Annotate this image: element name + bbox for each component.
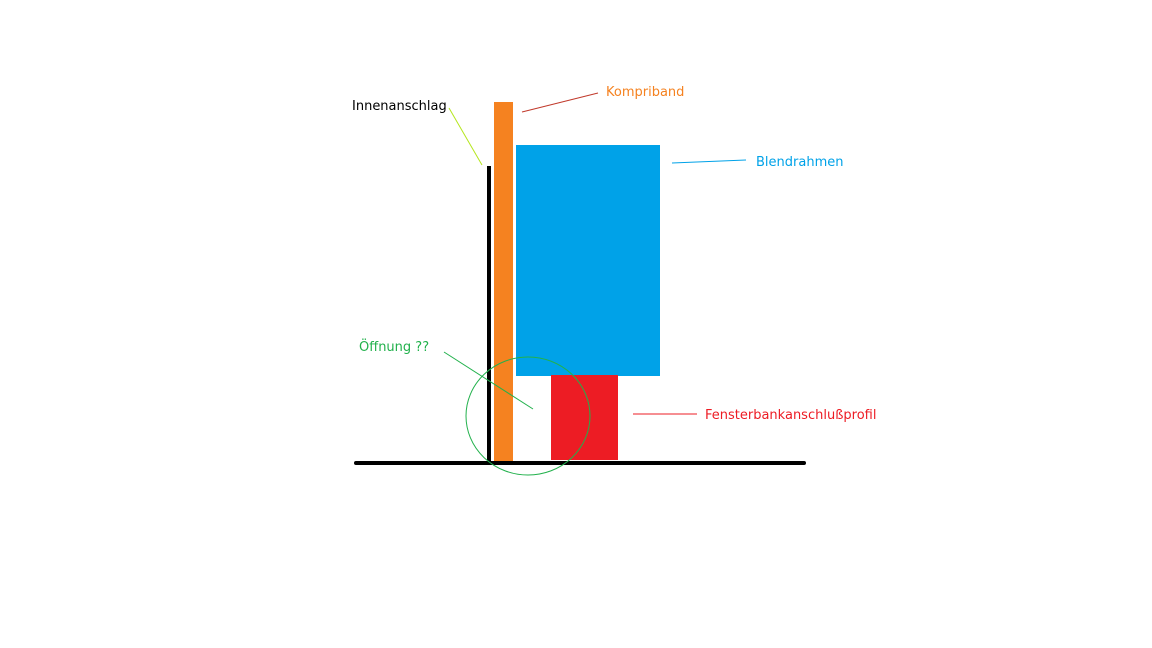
- fensterbank-label: Fensterbankanschlußprofil: [705, 408, 876, 423]
- kompriband-leader: [521, 92, 599, 113]
- innenanschlag-leader: [448, 107, 483, 166]
- blendrahmen-block: [516, 145, 660, 376]
- oeffnung-label: Öffnung ??: [359, 338, 429, 355]
- kompriband-strip: [494, 102, 513, 461]
- innenanschlag-label: Innenanschlag: [352, 99, 447, 114]
- blendrahmen-label: Blendrahmen: [756, 155, 843, 170]
- fensterbank-profile-block: [551, 375, 618, 460]
- kompriband-label: Kompriband: [606, 85, 684, 100]
- blendrahmen-leader: [671, 159, 747, 164]
- oeffnung-leader: [443, 351, 534, 410]
- oeffnung-circle: [465, 356, 591, 476]
